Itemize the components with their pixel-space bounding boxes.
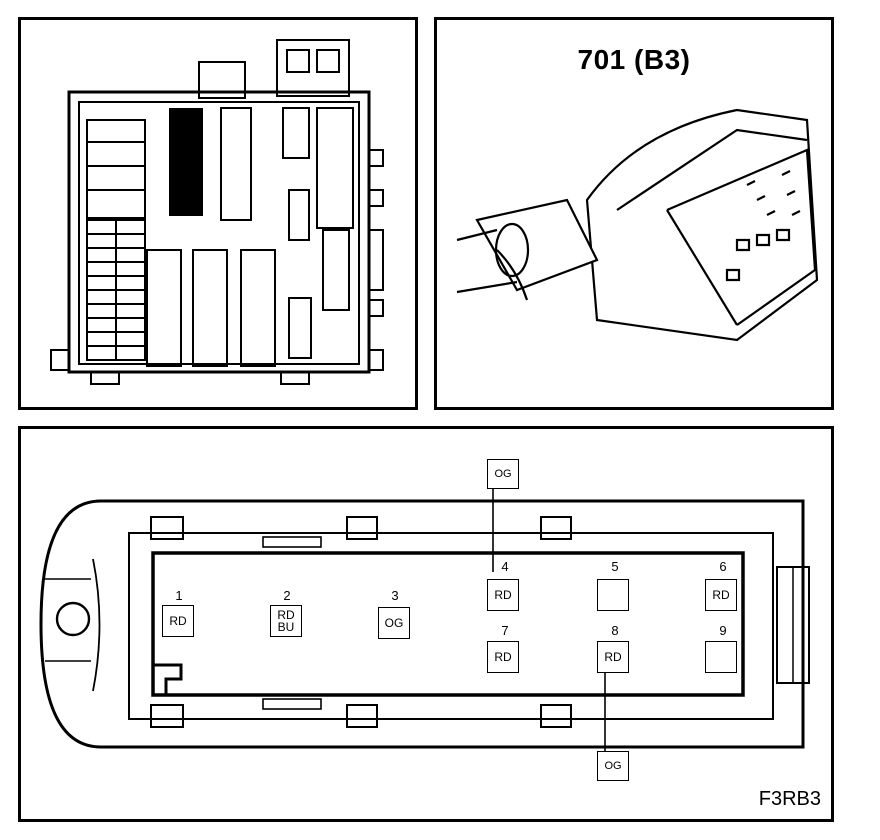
pin-5-number: 5 bbox=[611, 559, 619, 574]
pin-4-wire-callout: OG bbox=[487, 459, 519, 489]
pin-8-number: 8 bbox=[611, 623, 619, 638]
fuse-box-panel bbox=[18, 17, 418, 410]
pin-2-cavity: RD BU bbox=[270, 605, 302, 637]
pin-6-cavity: RD bbox=[705, 579, 737, 611]
pin-2-color: RD bbox=[277, 608, 295, 622]
figure-code: F3RB3 bbox=[758, 788, 821, 810]
pin-8-color: RD bbox=[604, 650, 622, 664]
fuse-box-drawing bbox=[50, 39, 384, 385]
pin-5-cavity bbox=[597, 579, 629, 611]
pinout-panel: 1 RD 2 RD BU 3 OG 4 RD 5 6 RD 7 RD 8 RD … bbox=[18, 426, 834, 822]
pin-3-color: OG bbox=[384, 616, 404, 630]
pin-6-number: 6 bbox=[719, 559, 727, 574]
pin-4-color: RD bbox=[494, 588, 512, 602]
pin-8-cavity: RD bbox=[597, 641, 629, 673]
pin-3-number: 3 bbox=[391, 588, 399, 603]
pin-4-cavity: RD bbox=[487, 579, 519, 611]
pin-1-cavity: RD bbox=[162, 605, 194, 637]
connector-perspective-drawing bbox=[456, 108, 819, 342]
pin-6-color: RD bbox=[712, 588, 730, 602]
pin-3-cavity: OG bbox=[378, 607, 410, 639]
pin-4-number: 4 bbox=[501, 559, 509, 574]
pin-1-number: 1 bbox=[175, 588, 183, 603]
pin-9-number: 9 bbox=[719, 623, 727, 638]
pin-7-cavity: RD bbox=[487, 641, 519, 673]
connector-face-outline bbox=[39, 487, 810, 751]
pin-8-wire-callout: OG bbox=[597, 751, 629, 781]
pin-7-color: RD bbox=[494, 650, 512, 664]
pin-2-number: 2 bbox=[283, 588, 291, 603]
pin-9-cavity bbox=[705, 641, 737, 673]
pin-2-color-stripe: BU bbox=[277, 620, 295, 634]
connector-illustration-panel: 701 (B3) bbox=[434, 17, 834, 410]
pin-7-number: 7 bbox=[501, 623, 509, 638]
connector-title: 701 (B3) bbox=[577, 44, 691, 75]
pin-1-color: RD bbox=[169, 614, 187, 628]
